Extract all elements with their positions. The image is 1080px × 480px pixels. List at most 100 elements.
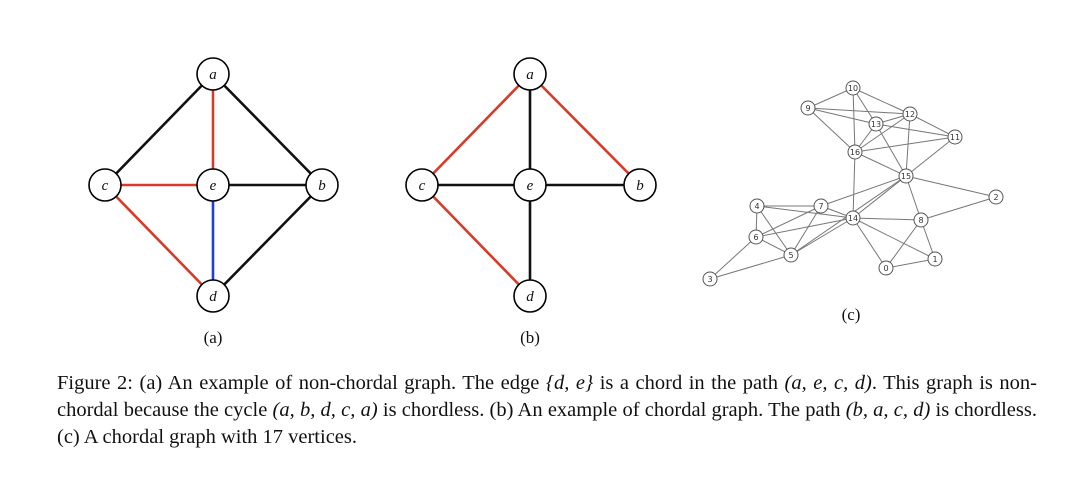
panel-c-node-7 (813, 198, 829, 214)
panel-c-edge-13-15 (875, 123, 907, 177)
panel-c-node-label-12: 12 (905, 110, 915, 119)
caption-text-2: is a chord in the path (593, 372, 785, 394)
panel-c-node-5 (783, 247, 799, 263)
panel-c-node-label-3: 3 (707, 275, 712, 284)
caption-text-1: Figure 2: (a) An example of non-chordal … (57, 372, 546, 394)
panel-c-edge-13-11 (875, 123, 956, 138)
panel-c-node-label-13: 13 (871, 120, 881, 129)
panel-b-node-label-d: d (526, 289, 534, 305)
caption-math-2: (a, e, c, d) (784, 372, 872, 394)
panel-c-node-label-15: 15 (901, 172, 911, 181)
panel-a-node-label-c: c (102, 178, 109, 194)
panel-c-edge-7-5 (790, 205, 822, 256)
panel-c-edge-15-8 (905, 175, 922, 221)
panel-c-edge-15-7 (820, 175, 907, 207)
panel-c-node-label-10: 10 (848, 84, 858, 93)
panel-a-node-b (305, 168, 339, 202)
figure-caption: Figure 2: (a) An example of non-chordal … (57, 370, 1037, 451)
panel-c-node-label-7: 7 (818, 202, 823, 211)
panel-b-node-e (513, 168, 547, 202)
panel-a-edge-c-d (104, 184, 214, 297)
panel-c-edge-4-5 (756, 205, 792, 256)
caption-math-4: (b, a, c, d) (845, 399, 931, 421)
panel-b-node-label-b: b (636, 178, 644, 194)
panel-c-node-12 (902, 106, 918, 122)
panel-c-edge-0-1 (885, 258, 936, 269)
panel-b-node-b (623, 168, 657, 202)
panel-c-edge-2-8 (920, 196, 997, 221)
caption-text-5: is chordless. (c) A chordal graph with 1… (57, 399, 1037, 448)
panel-b-node-label-c: c (419, 178, 426, 194)
panel-c-node-15 (898, 168, 914, 184)
panel-c-edge-6-14 (755, 217, 854, 238)
panel-c-node-label-16: 16 (850, 148, 860, 157)
panel-c-node-9 (800, 100, 816, 116)
panel-c-node-label-11: 11 (950, 133, 960, 142)
panel-c-edge-10-16 (852, 87, 856, 153)
panel-c-edge-4-14 (756, 205, 854, 219)
panel-c-edge-11-15 (905, 136, 956, 177)
panel-a-edge-a-b (212, 73, 323, 186)
panel-a-node-label-b: b (318, 178, 326, 194)
panel-c-edge-16-14 (852, 151, 856, 219)
panel-c-node-11 (947, 129, 963, 145)
panel-c-node-label-6: 6 (753, 233, 758, 242)
panel-c-edge-14-0 (852, 217, 887, 269)
panel-b-node-a (513, 57, 547, 91)
panel-c-node-3 (702, 271, 718, 287)
panel-c-edge-8-0 (885, 219, 922, 269)
caption-text-4: is chordless. (b) An example of chordal … (377, 399, 846, 421)
panel-c-node-label-0: 0 (883, 264, 888, 273)
panel-c-label: (c) (842, 305, 861, 324)
panel-c-node-label-1: 1 (932, 255, 937, 264)
panel-c-node-14 (845, 210, 861, 226)
panel-c-edge-15-14 (852, 175, 907, 219)
panel-c-node-label-4: 4 (754, 202, 759, 211)
caption-math-3: (a, b, d, c, a) (272, 399, 378, 421)
panel-a-node-label-e: e (210, 178, 217, 194)
panel-c-node-2 (988, 189, 1004, 205)
panel-c-edge-9-16 (807, 107, 856, 153)
panel-b-edge-a-c (421, 73, 531, 186)
panel-b-node-c (405, 168, 439, 202)
panel-c-edge-9-10 (807, 87, 854, 109)
panel-c-edge-16-11 (854, 136, 956, 153)
panel-b-node-d (513, 279, 547, 313)
panel-c-node-8 (913, 212, 929, 228)
panel-a-node-label-d: d (209, 289, 217, 305)
caption-text-3: . This graph is non-chordal because the … (57, 372, 1037, 421)
panel-c-node-0 (878, 260, 894, 276)
panel-c-edge-12-16 (854, 113, 911, 153)
panel-c-edge-12-15 (905, 113, 911, 177)
panel-c-edge-5-3 (709, 254, 792, 280)
panel-b-node-label-a: a (526, 67, 534, 83)
panel-b-node-label-e: e (527, 178, 534, 194)
panel-c-edge-10-12 (852, 87, 911, 115)
panel-a-node-e (196, 168, 230, 202)
panel-c-edge-16-15 (854, 151, 907, 177)
panel-c-node-label-5: 5 (788, 251, 793, 260)
panel-a-label: (a) (204, 328, 223, 347)
panel-c-edge-9-12 (807, 107, 911, 115)
panel-c-node-label-8: 8 (918, 216, 923, 225)
panel-c-edge-12-11 (909, 113, 956, 138)
panel-a-node-d (196, 279, 230, 313)
panel-c-node-10 (845, 80, 861, 96)
panel-c-edge-9-13 (807, 107, 877, 125)
caption-math-1: {d, e} (545, 372, 594, 394)
panel-a-node-c (88, 168, 122, 202)
panel-c-node-label-14: 14 (848, 214, 858, 223)
panel-c-edge-6-3 (709, 236, 757, 280)
panel-a-node-a (196, 57, 230, 91)
panel-c-node-label-9: 9 (805, 104, 810, 113)
panel-c-edge-15-2 (905, 175, 997, 198)
panel-b-edge-a-b (529, 73, 641, 186)
panel-a-node-label-a: a (209, 67, 217, 83)
panel-a-edge-a-c (104, 73, 214, 186)
panel-c-node-1 (927, 251, 943, 267)
panel-c-node-6 (748, 229, 764, 245)
panel-c-edge-14-1 (852, 217, 936, 260)
